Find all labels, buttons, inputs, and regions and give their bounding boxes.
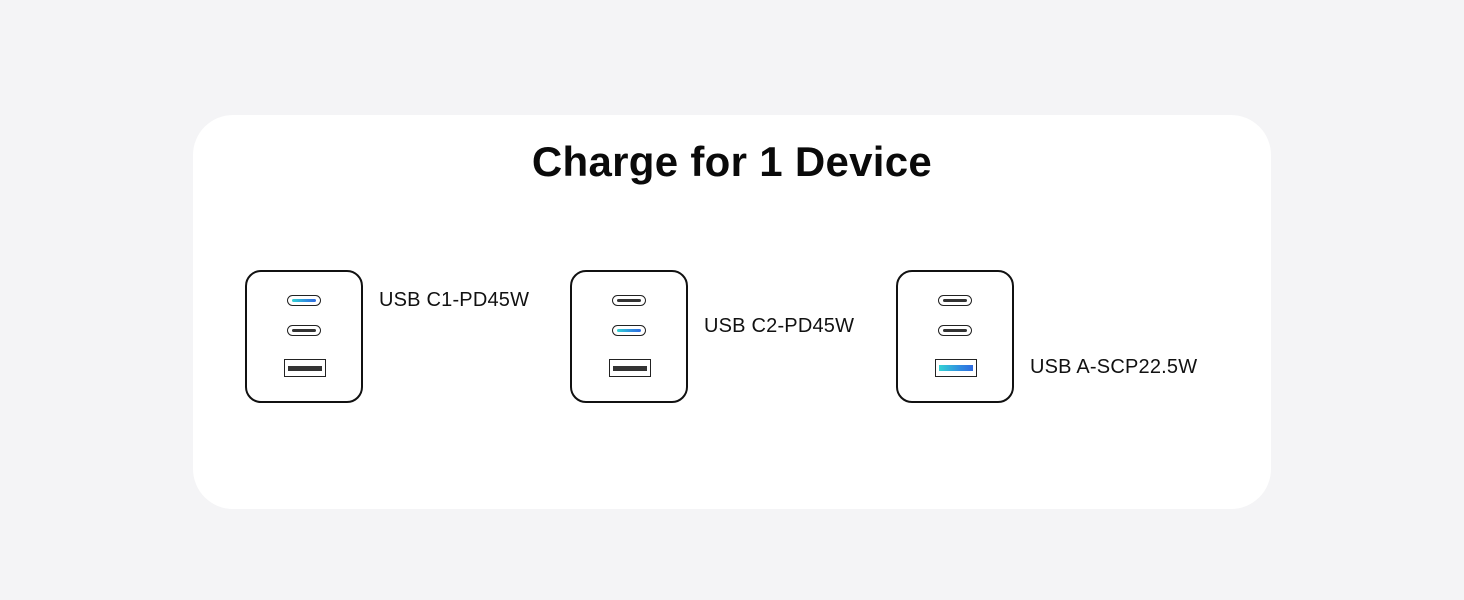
charger-icon-c1-active xyxy=(245,270,363,403)
charger-icon-a-active xyxy=(896,270,1014,403)
charger-icon-c2-active xyxy=(570,270,688,403)
page-title: Charge for 1 Device xyxy=(531,138,933,185)
usb-c-port-icon xyxy=(612,295,646,306)
usb-c-port-icon xyxy=(612,325,646,336)
charger-label: USB A-SCP22.5W xyxy=(1030,356,1198,378)
usb-c-port-icon xyxy=(287,295,321,306)
charger-label: USB C1-PD45W xyxy=(379,289,530,311)
usb-a-port-icon xyxy=(284,359,326,377)
usb-a-port-icon xyxy=(609,359,651,377)
usb-c-port-icon xyxy=(938,325,972,336)
content-panel xyxy=(193,115,1271,509)
charger-label: USB C2-PD45W xyxy=(704,315,855,337)
usb-c-port-icon xyxy=(287,325,321,336)
usb-c-port-icon xyxy=(938,295,972,306)
usb-a-port-icon xyxy=(935,359,977,377)
